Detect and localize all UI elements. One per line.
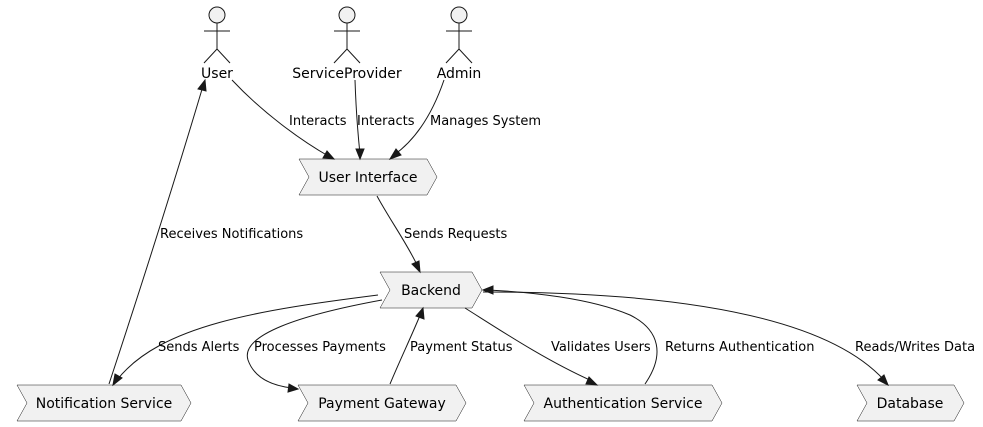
edge-processes-payments: Processes Payments: [246, 299, 386, 393]
edge-processes-payments-arrow: [287, 383, 300, 393]
node-authentication-service-label: Authentication Service: [544, 396, 703, 412]
edge-validates-users-label: Validates Users: [551, 340, 651, 355]
edge-receives-notifications: Receives Notifications: [108, 78, 303, 385]
node-authentication-service: Authentication Service: [523, 384, 723, 422]
actor-user-label: User: [201, 66, 233, 82]
edge-sends-alerts-line: [116, 294, 379, 381]
edge-reads-writes-data: Reads/Writes Data: [482, 291, 975, 387]
edge-returns-authentication-line: [487, 289, 658, 385]
edge-user-interacts: Interacts: [231, 79, 347, 160]
actor-service-provider-head: [338, 6, 356, 24]
node-authentication-service-shape: [523, 384, 723, 422]
edge-provider-interacts-arrow: [355, 148, 365, 161]
edge-returns-authentication: Returns Authentication: [481, 285, 814, 385]
edge-reads-writes-data-line: [482, 291, 885, 381]
actor-service-provider: ServiceProvider: [292, 6, 402, 82]
actor-admin: Admin: [437, 6, 482, 82]
edge-reads-writes-data-label: Reads/Writes Data: [855, 340, 975, 355]
actor-user: User: [201, 6, 233, 82]
edge-sends-alerts: Sends Alerts: [112, 294, 379, 387]
node-notification-service-label: Notification Service: [36, 396, 173, 412]
node-user-interface: User Interface: [298, 158, 438, 196]
edge-payment-status-label: Payment Status: [410, 340, 513, 355]
edge-admin-manages-label: Manages System: [430, 114, 541, 129]
edge-payment-status-arrow: [415, 306, 425, 320]
node-user-interface-label: User Interface: [318, 170, 417, 186]
edge-receives-notifications-line: [108, 85, 204, 385]
edge-sends-alerts-label: Sends Alerts: [158, 340, 240, 355]
edge-payment-status-line: [389, 312, 422, 385]
node-payment-gateway-label: Payment Gateway: [318, 396, 446, 412]
node-payment-gateway-shape: [297, 384, 467, 422]
actor-admin-label: Admin: [437, 66, 482, 82]
node-notification-service-shape: [16, 384, 192, 422]
edge-returns-authentication-label: Returns Authentication: [665, 340, 814, 355]
edge-admin-manages-line: [393, 79, 445, 156]
edge-processes-payments-label: Processes Payments: [254, 340, 386, 355]
actor-service-provider-label: ServiceProvider: [292, 66, 402, 82]
edge-ui-sends-requests-label: Sends Requests: [404, 227, 507, 242]
edge-reads-writes-data-arrow: [877, 374, 889, 387]
edge-ui-sends-requests-arrow: [411, 260, 421, 274]
edge-validates-users-arrow: [585, 376, 599, 386]
edge-processes-payments-line: [246, 299, 383, 389]
node-notification-service: Notification Service: [16, 384, 192, 422]
node-backend-shape: [379, 271, 483, 309]
edge-validates-users: Validates Users: [464, 307, 651, 386]
edge-provider-interacts-label: Interacts: [357, 114, 415, 129]
edge-ui-sends-requests: Sends Requests: [376, 195, 507, 274]
edge-receives-notifications-label: Receives Notifications: [160, 227, 303, 242]
actor-user-head: [208, 6, 226, 24]
node-payment-gateway: Payment Gateway: [297, 384, 467, 422]
node-database: Database: [856, 384, 965, 422]
edge-ui-sends-requests-line: [376, 195, 419, 268]
edge-user-interacts-label: Interacts: [289, 114, 347, 129]
node-user-interface-shape: [298, 158, 438, 196]
edge-user-interacts-line: [231, 79, 331, 158]
node-backend-label: Backend: [401, 283, 461, 299]
node-database-shape: [856, 384, 965, 422]
node-backend: Backend: [379, 271, 483, 309]
edge-payment-status: Payment Status: [389, 306, 513, 385]
actor-service-provider-legs: [333, 48, 361, 64]
edge-returns-authentication-arrow: [481, 285, 494, 295]
edge-admin-manages-arrow: [388, 148, 402, 160]
edge-validates-users-line: [464, 307, 593, 382]
edge-provider-interacts: Interacts: [354, 79, 415, 161]
actor-user-legs: [203, 48, 231, 64]
edge-admin-manages: Manages System: [388, 79, 541, 160]
node-database-label: Database: [877, 396, 944, 412]
actor-admin-legs: [445, 48, 473, 64]
actor-admin-head: [450, 6, 468, 24]
edge-receives-notifications-arrow: [197, 78, 207, 92]
edge-user-interacts-arrow: [322, 150, 336, 160]
edge-sends-alerts-arrow: [112, 373, 123, 387]
